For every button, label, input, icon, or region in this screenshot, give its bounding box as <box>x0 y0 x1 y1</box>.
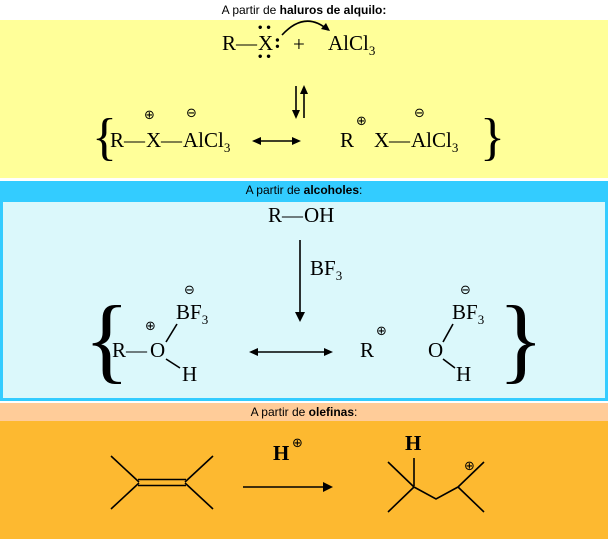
bond: — <box>124 128 145 152</box>
subscript-3: 3 <box>335 268 343 284</box>
alcl-text: AlCl <box>328 31 369 55</box>
r-group: R <box>360 338 375 362</box>
minus-charge-icon: ⊖ <box>184 283 195 298</box>
lone-pair-colon: : <box>274 29 281 53</box>
title-prefix: A partir de <box>221 3 280 17</box>
halide-x: X <box>258 31 274 55</box>
alcohols-section-header <box>0 181 608 199</box>
title-bold: alcoholes <box>303 183 360 197</box>
plus-charge-icon: ⊕ <box>145 319 156 334</box>
bf-text: BF <box>176 300 202 324</box>
r-group: R <box>268 203 283 227</box>
proton-h-label: H <box>273 441 290 465</box>
plus-charge-icon: ⊕ <box>376 324 387 339</box>
r-group: R <box>110 128 125 152</box>
left-brace: { <box>84 286 130 392</box>
r-group: R <box>222 31 237 55</box>
bf-text: BF <box>452 300 478 324</box>
bond: — <box>282 203 303 227</box>
oxygen-label: O <box>428 338 444 362</box>
oxygen-label: O <box>150 338 166 362</box>
alcl-text: AlCl <box>183 128 224 152</box>
r-group: R <box>112 338 127 362</box>
halide-x: X <box>374 128 390 152</box>
lone-pair-dots-top: •• <box>257 23 274 34</box>
alcohols-section-panel <box>0 199 608 401</box>
title-bold: olefinas <box>308 405 355 419</box>
alcl3-formula: AlCl3 <box>183 128 231 156</box>
title-suffix: : <box>359 183 363 197</box>
subscript-3: 3 <box>223 140 231 156</box>
bf3-formula: BF3 <box>176 300 209 328</box>
bond: — <box>126 338 147 362</box>
subscript-3: 3 <box>451 140 459 156</box>
subscript-3: 3 <box>201 312 209 328</box>
bf3-formula: BF3 <box>310 256 343 284</box>
bf3-formula: BF3 <box>452 300 485 328</box>
hydrogen-label: H <box>405 431 422 455</box>
olefins-section-title: A partir de olefinas: <box>0 404 608 420</box>
plus-charge-icon: ⊕ <box>292 436 303 451</box>
alcl3-formula: AlCl3 <box>328 31 376 59</box>
plus-charge-icon: ⊕ <box>356 114 367 129</box>
minus-charge-icon: ⊖ <box>186 106 197 121</box>
alcl3-formula: AlCl3 <box>411 128 459 156</box>
bf-text: BF <box>310 256 336 280</box>
minus-charge-icon: ⊖ <box>414 106 425 121</box>
alcl-text: AlCl <box>411 128 452 152</box>
hydrogen-label: H <box>456 362 472 386</box>
right-brace: } <box>480 109 505 166</box>
lone-pair-dots-bottom: •• <box>257 52 274 63</box>
plus-sign: + <box>293 32 305 56</box>
bond: — <box>389 128 410 152</box>
r-group: R <box>340 128 355 152</box>
title-prefix: A partir de <box>245 183 304 197</box>
title-prefix: A partir de <box>250 405 309 419</box>
bond: — <box>161 128 182 152</box>
subscript-3: 3 <box>368 43 376 59</box>
olefins-section-header <box>0 403 608 421</box>
bond: — <box>236 31 257 55</box>
title-bold: haluros de alquilo: <box>279 3 387 17</box>
title-suffix: : <box>354 405 358 419</box>
right-brace: } <box>498 286 544 392</box>
alcohols-section-title: A partir de alcoholes: <box>0 182 608 198</box>
hydrogen-label: H <box>182 362 198 386</box>
halides-section-title: A partir de haluros de alquilo: <box>0 2 608 18</box>
left-brace: { <box>92 109 117 166</box>
halide-x: X <box>146 128 162 152</box>
minus-charge-icon: ⊖ <box>460 283 471 298</box>
plus-charge-icon: ⊕ <box>464 459 475 474</box>
olefins-section-panel <box>0 421 608 539</box>
subscript-3: 3 <box>477 312 485 328</box>
hydroxyl-label: OH <box>304 203 335 227</box>
plus-charge-icon: ⊕ <box>144 108 155 123</box>
